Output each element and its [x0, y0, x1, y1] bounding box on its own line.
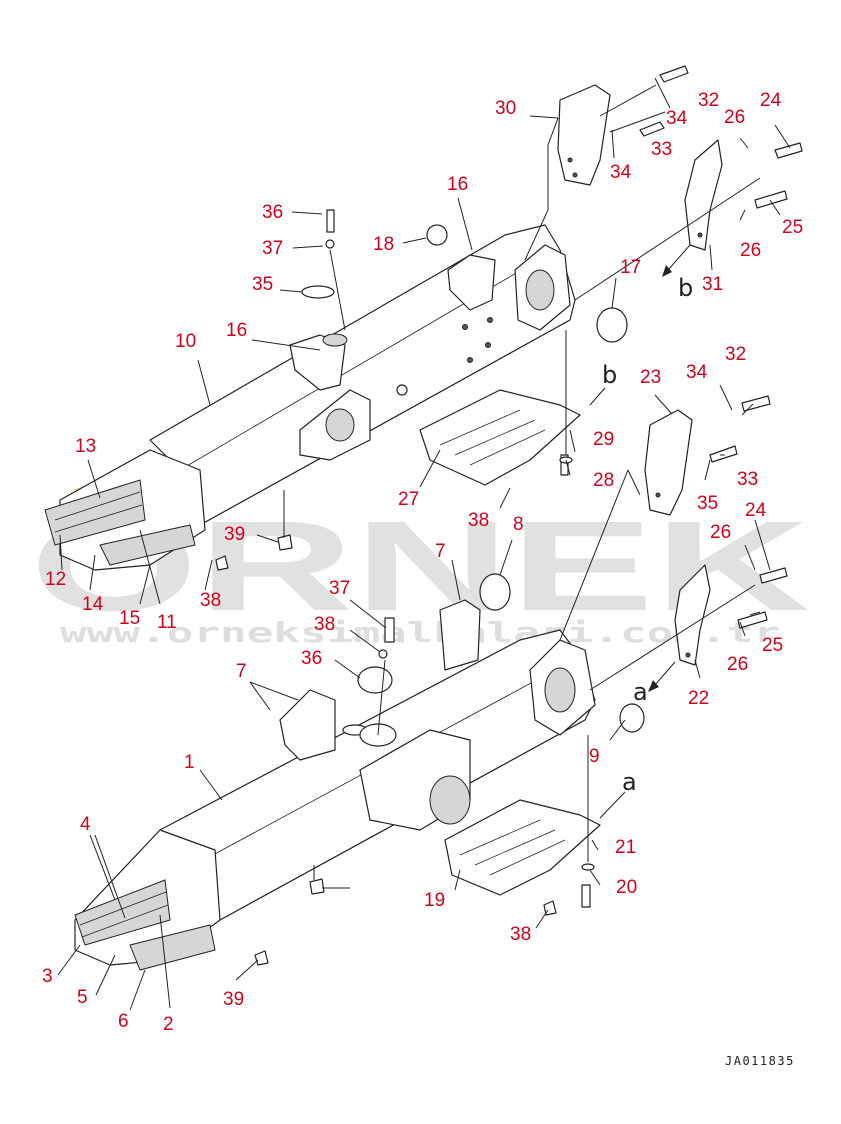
label-23: 23	[640, 367, 661, 388]
leader-lines	[57, 77, 791, 1011]
label-24a: 24	[760, 90, 782, 111]
label-33a: 33	[651, 139, 672, 160]
label-27: 27	[398, 489, 419, 510]
letter-refs: b b a a	[602, 274, 693, 796]
label-12: 12	[45, 569, 66, 590]
label-34c: 34	[686, 362, 708, 383]
label-6: 6	[118, 1011, 129, 1032]
label-34a: 34	[666, 108, 688, 129]
label-21: 21	[615, 837, 636, 858]
label-32b: 32	[725, 344, 746, 365]
label-37a: 37	[262, 238, 283, 259]
label-20: 20	[616, 877, 637, 898]
label-16a: 16	[447, 174, 468, 195]
label-32a: 32	[698, 90, 719, 111]
label-38c: 38	[510, 924, 531, 945]
ref-letter-a2: a	[622, 768, 637, 796]
label-14: 14	[82, 594, 104, 615]
label-3: 3	[42, 966, 53, 987]
label-18: 18	[373, 234, 394, 255]
upper-track-frame	[44, 65, 803, 571]
label-1: 1	[184, 752, 195, 773]
label-10: 10	[175, 331, 196, 352]
ref-letter-b2: b	[602, 361, 617, 389]
label-15: 15	[119, 608, 140, 629]
label-31: 31	[702, 274, 723, 295]
label-4: 4	[80, 814, 91, 835]
label-30: 30	[495, 98, 516, 119]
label-16b: 16	[226, 320, 247, 341]
label-26b: 26	[740, 240, 761, 261]
label-38a: 38	[200, 590, 221, 611]
label-38b: 38	[468, 510, 489, 531]
label-8: 8	[513, 514, 524, 535]
label-13: 13	[75, 436, 96, 457]
label-7b: 7	[236, 661, 247, 682]
label-5: 5	[77, 987, 88, 1008]
label-25a: 25	[782, 217, 803, 238]
label-34d: 35	[697, 493, 718, 514]
part-labels: 1 2 3 4 5 6 7 7 8 9 10 11 12 13 14 15 16…	[42, 90, 803, 1035]
label-26c: 26	[710, 522, 731, 543]
label-35a: 35	[252, 274, 273, 295]
drawing-code: JA011835	[725, 1054, 795, 1068]
label-36a: 36	[262, 202, 283, 223]
label-34b: 34	[610, 162, 632, 183]
label-38d: 39	[223, 989, 244, 1010]
label-28: 28	[593, 470, 614, 491]
label-7a: 7	[435, 541, 446, 562]
label-25b: 25	[762, 635, 783, 656]
label-39a: 39	[224, 524, 245, 545]
label-26d: 26	[727, 654, 748, 675]
label-11: 11	[157, 612, 177, 633]
label-19: 19	[424, 890, 445, 911]
lower-track-frame	[74, 395, 788, 971]
label-24b: 24	[745, 500, 767, 521]
ref-letter-a1: a	[633, 678, 648, 706]
label-33b: 33	[737, 469, 758, 490]
label-29: 29	[593, 429, 614, 450]
label-35b: 36	[301, 648, 322, 669]
label-36b: 37	[329, 578, 350, 599]
label-2: 2	[163, 1014, 174, 1035]
ref-letter-b1: b	[678, 274, 693, 302]
label-9: 9	[589, 746, 600, 767]
label-17: 17	[620, 257, 641, 278]
label-22: 22	[688, 688, 709, 709]
label-26a: 26	[724, 107, 745, 128]
label-37b: 38	[314, 614, 335, 635]
watermark-url: www.orneksimalkalari.com.tr	[60, 616, 780, 649]
